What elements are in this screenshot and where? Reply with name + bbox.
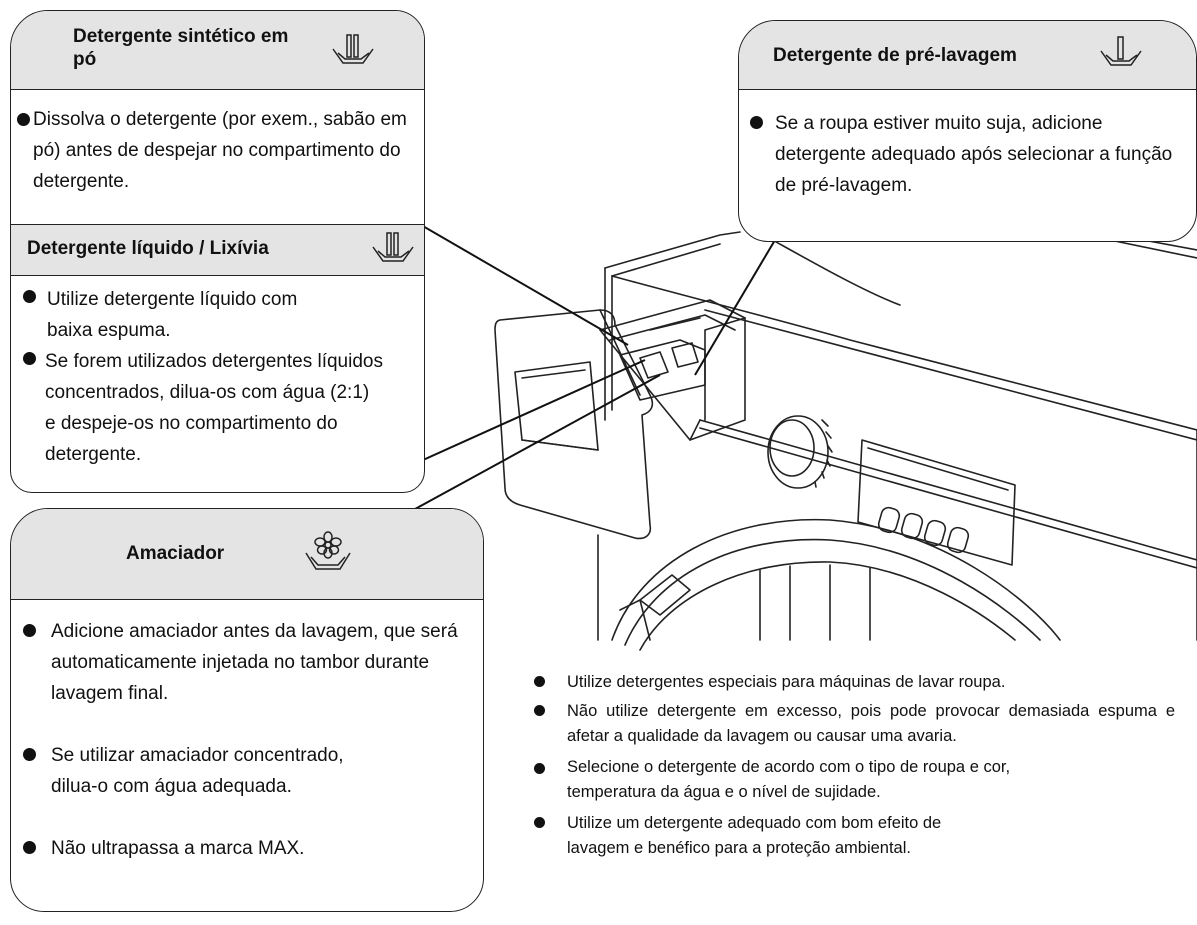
detergent-tray-one-bar-icon bbox=[1100, 36, 1142, 66]
bullet-dot bbox=[534, 763, 545, 774]
softener-flower-icon bbox=[305, 531, 351, 570]
list-item: Utilize detergentes especiais para máqui… bbox=[534, 670, 1175, 695]
detergent-tray-two-bars-icon bbox=[332, 34, 374, 64]
list-item: Não utilize detergente em excesso, pois … bbox=[534, 699, 1175, 749]
list-item: Selecione o detergente de acordo com o t… bbox=[534, 755, 1027, 805]
bullet-dot bbox=[534, 705, 545, 716]
panel-powder-liquid: Detergente sintético em pó Dissolva o de… bbox=[10, 10, 425, 493]
panel-softener-header: Amaciador bbox=[11, 509, 483, 599]
bullet-dot bbox=[534, 676, 545, 687]
list-item: Se a roupa estiver muito suja, adicione … bbox=[750, 108, 1188, 201]
panel-prewash-title: Detergente de pré-lavagem bbox=[773, 45, 1017, 66]
general-tips-list: Utilize detergentes especiais para máqui… bbox=[534, 670, 1175, 861]
list-item: Se forem utilizados detergentes líquidos… bbox=[23, 346, 385, 470]
panel-liquid-title: Detergente líquido / Lixívia bbox=[27, 238, 269, 259]
bullet-dot bbox=[23, 352, 36, 365]
detergent-tray-two-bars-icon bbox=[372, 232, 414, 262]
list-item: Se utilizar amaciador concentrado, dilua… bbox=[23, 740, 351, 802]
bullet-dot bbox=[750, 116, 763, 129]
panel-softener-list: Adicione amaciador antes da lavagem, que… bbox=[11, 600, 483, 864]
list-item: Dissolva o detergente (por exem., sabão … bbox=[17, 104, 416, 197]
leader-prewash bbox=[694, 239, 776, 376]
bullet-dot bbox=[23, 841, 36, 854]
panel-powder-title: Detergente sintético em pó bbox=[73, 26, 289, 70]
panel-prewash-header: Detergente de pré-lavagem bbox=[739, 21, 1196, 89]
list-item: Adicione amaciador antes da lavagem, que… bbox=[23, 616, 473, 709]
panel-liquid-header: Detergente líquido / Lixívia bbox=[11, 225, 424, 275]
panel-softener: Amaciador Adicione amaciador antes da la… bbox=[10, 508, 484, 912]
panel-powder-list: Dissolva o detergente (por exem., sabão … bbox=[11, 90, 424, 224]
panel-prewash: Detergente de pré-lavagem Se a roupa est… bbox=[738, 20, 1197, 242]
bullet-dot bbox=[23, 748, 36, 761]
bullet-dot bbox=[17, 113, 30, 126]
bullet-dot bbox=[23, 290, 36, 303]
list-item: Utilize um detergente adequado com bom e… bbox=[534, 811, 987, 861]
panel-liquid-list: Utilize detergente líquido com baixa esp… bbox=[11, 276, 424, 470]
list-item: Não ultrapassa a marca MAX. bbox=[23, 833, 473, 864]
bullet-dot bbox=[23, 624, 36, 637]
bullet-dot bbox=[534, 817, 545, 828]
leader-softener bbox=[394, 374, 661, 521]
panel-powder-header: Detergente sintético em pó bbox=[11, 11, 424, 89]
panel-softener-title: Amaciador bbox=[126, 543, 225, 564]
panel-prewash-list: Se a roupa estiver muito suja, adicione … bbox=[739, 90, 1196, 201]
list-item: Utilize detergente líquido com baixa esp… bbox=[23, 284, 347, 346]
